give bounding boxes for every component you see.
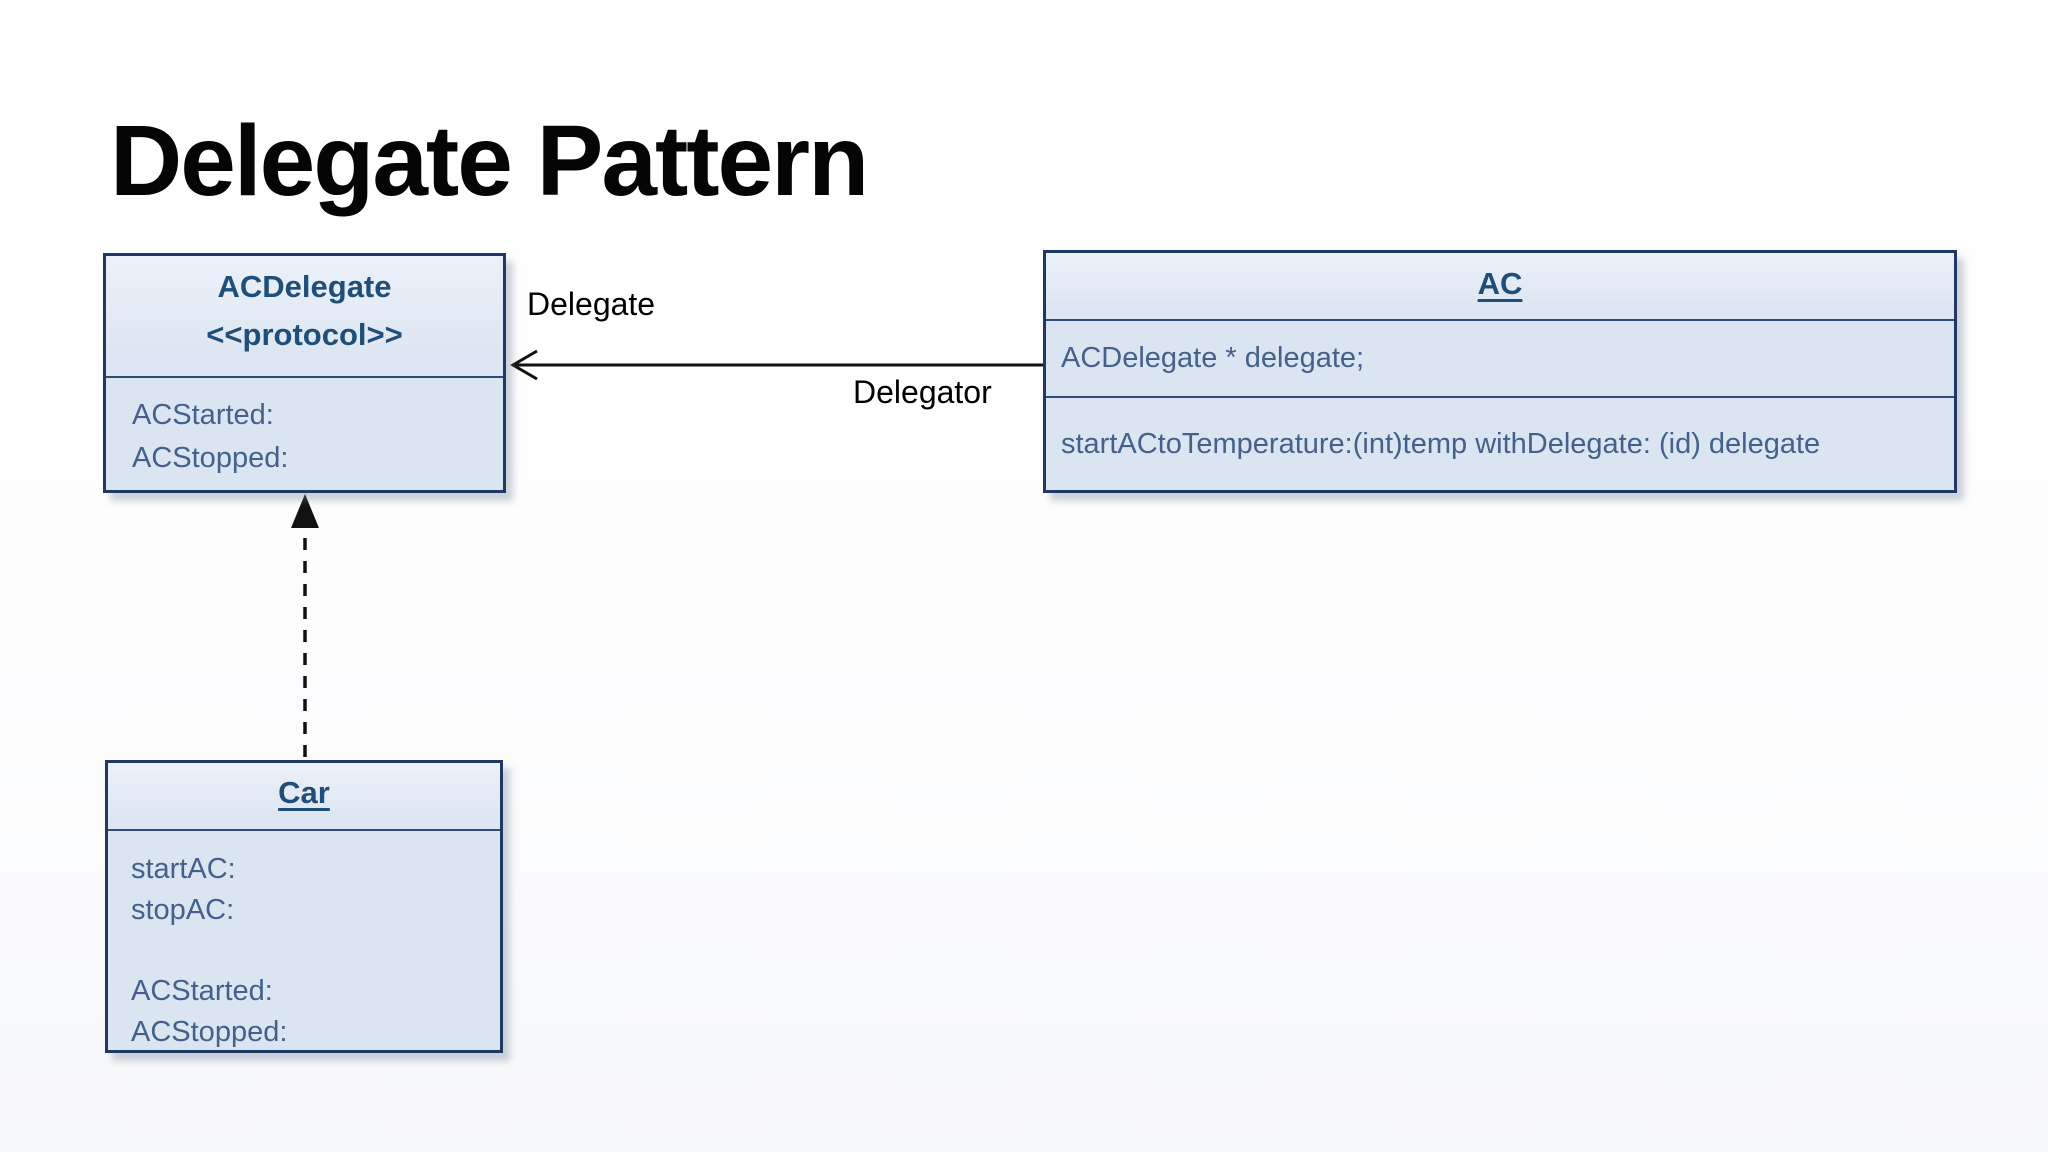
class-box-car: Car startAC: stopAC: ACStarted: ACStoppe… bbox=[105, 760, 503, 1053]
class-attributes-ac: ACDelegate * delegate; bbox=[1046, 319, 1954, 396]
class-name-ac: AC bbox=[1477, 266, 1523, 301]
page-title: Delegate Pattern bbox=[110, 105, 869, 217]
attribute-item: ACDelegate * delegate; bbox=[1061, 342, 1365, 374]
class-header-ac: AC bbox=[1046, 253, 1954, 319]
class-methods-car: startAC: stopAC: ACStarted: ACStopped: bbox=[108, 829, 500, 1053]
class-methods-acdelegate: ACStarted: ACStopped: bbox=[106, 376, 503, 490]
method-item: ACStarted: bbox=[131, 975, 273, 1007]
class-methods-ac: startACtoTemperature:(int)temp withDeleg… bbox=[1046, 396, 1954, 490]
edge-label-delegate: Delegate bbox=[527, 286, 656, 322]
open-arrowhead-icon bbox=[510, 349, 538, 381]
class-header-acdelegate: ACDelegate <<protocol>> bbox=[106, 256, 503, 376]
methods-group-spacer bbox=[131, 931, 500, 971]
class-box-ac: AC ACDelegate * delegate; startACtoTempe… bbox=[1043, 250, 1957, 493]
class-header-car: Car bbox=[108, 763, 500, 829]
method-item: startAC: bbox=[131, 853, 236, 885]
filled-triangle-arrowhead-icon bbox=[291, 494, 319, 528]
method-item: ACStarted: bbox=[132, 399, 274, 431]
class-box-acdelegate: ACDelegate <<protocol>> ACStarted: ACSto… bbox=[103, 253, 506, 493]
method-item: ACStopped: bbox=[132, 442, 289, 474]
method-item: stopAC: bbox=[131, 894, 235, 926]
edge-label-delegator: Delegator bbox=[853, 374, 992, 410]
method-item: ACStopped: bbox=[131, 1016, 288, 1048]
method-item: startACtoTemperature:(int)temp withDeleg… bbox=[1061, 427, 1821, 460]
class-name-acdelegate: ACDelegate bbox=[217, 269, 392, 304]
class-name-car: Car bbox=[278, 775, 330, 810]
stereotype-protocol: <<protocol>> bbox=[206, 317, 403, 352]
